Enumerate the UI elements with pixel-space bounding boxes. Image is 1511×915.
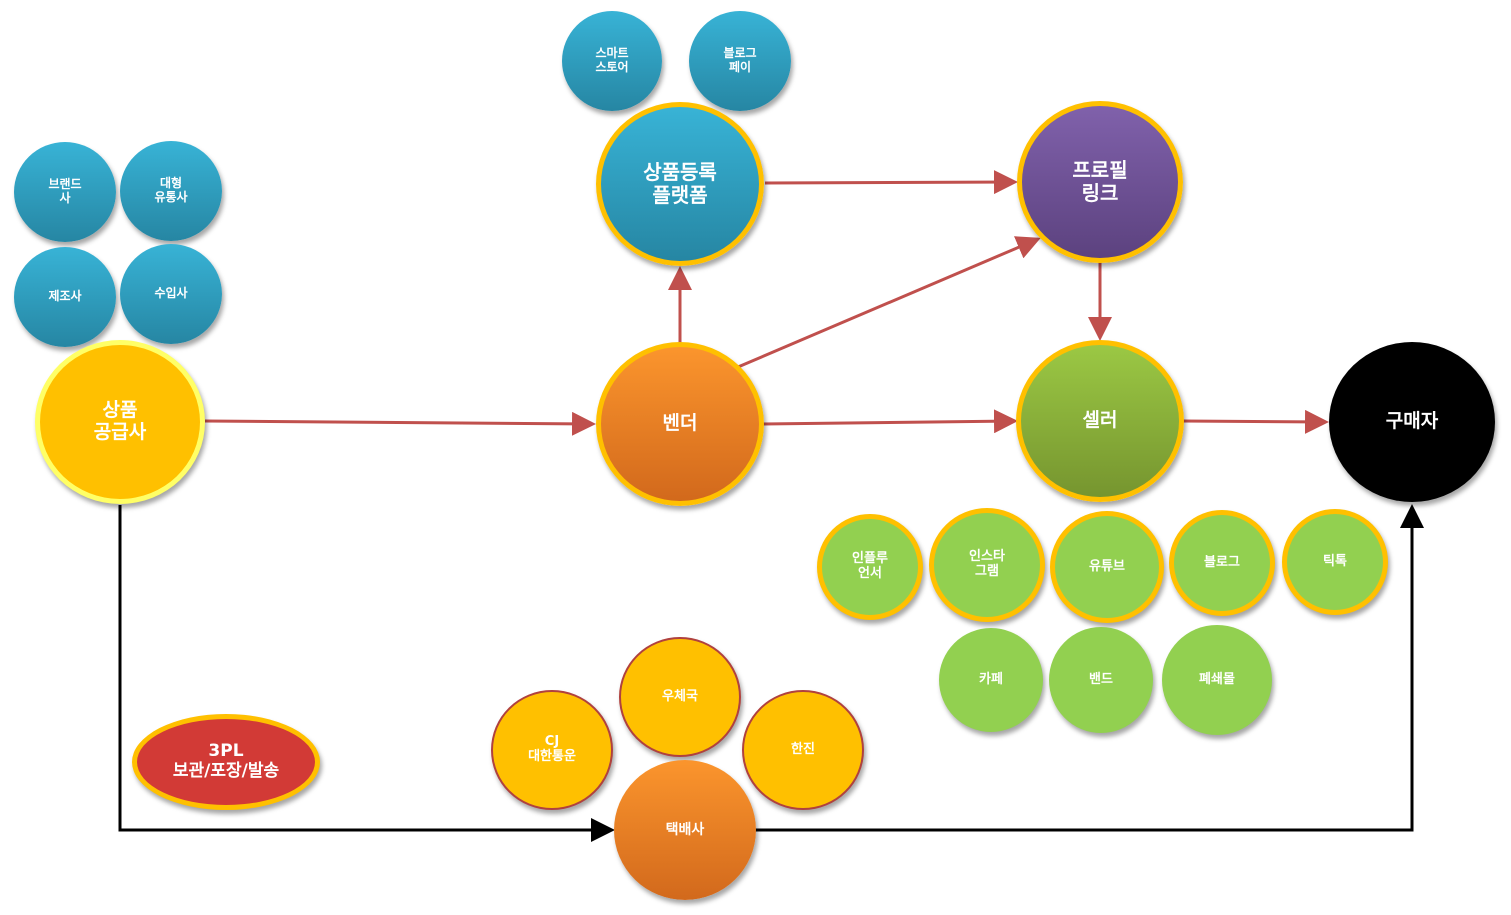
node-label: 3PL 보관/포장/발송: [172, 741, 280, 781]
node-label: 대형 유통사: [154, 176, 188, 204]
node-label: 제조사: [48, 289, 82, 304]
arrow-platform-to-profile: [764, 170, 1018, 195]
arrow-supplier-to-courier: [118, 505, 615, 842]
node-brand: 브랜드 사: [14, 142, 116, 242]
node-label: 상품등록 플랫폼: [643, 160, 717, 207]
node-seller: 셀러: [1016, 340, 1184, 502]
node-label: 스마트 스토어: [595, 46, 629, 74]
arrow-courier-to-buyer: [755, 504, 1424, 832]
node-label: 벤더: [662, 412, 698, 435]
node-label: 카페: [979, 671, 1003, 687]
node-label: 인플루 언서: [852, 551, 888, 581]
node-label: 우체국: [662, 688, 698, 704]
node-youtube: 유튜브: [1050, 511, 1164, 623]
node-profile-link: 프로필 링크: [1017, 101, 1183, 263]
node-label: 수입사: [154, 286, 188, 301]
node-importer: 수입사: [120, 244, 222, 344]
node-blog: 블로그: [1169, 510, 1275, 616]
node-instagram: 인스타 그램: [929, 508, 1045, 622]
node-closed-mall: 폐쇄몰: [1162, 625, 1272, 735]
node-label: 상품 공급사: [93, 399, 147, 443]
node-manufacturer: 제조사: [14, 247, 116, 347]
node-vendor: 벤더: [596, 342, 764, 506]
node-label: 한진: [791, 741, 815, 757]
node-band: 밴드: [1049, 627, 1153, 733]
node-label: 폐쇄몰: [1199, 671, 1235, 687]
node-blog-pay: 블로그 페이: [689, 11, 791, 111]
node-label: 구매자: [1385, 410, 1439, 433]
arrow-vendor-to-profile: [737, 236, 1041, 369]
arrow-vendor-to-seller: [762, 409, 1018, 434]
node-label: 틱톡: [1323, 553, 1347, 569]
node-supplier: 상품 공급사: [35, 340, 205, 504]
node-label: 블로그 페이: [723, 46, 757, 74]
node-label: 유튜브: [1089, 558, 1125, 574]
node-buyer: 구매자: [1329, 342, 1495, 502]
node-product-platform: 상품등록 플랫폼: [596, 102, 764, 266]
node-influencer: 인플루 언서: [817, 514, 923, 620]
node-cj: CJ 대한통운: [491, 690, 613, 810]
node-label: 프로필 링크: [1072, 158, 1128, 205]
node-large-distributor: 대형 유통사: [120, 141, 222, 241]
node-label: 인스타 그램: [969, 549, 1005, 579]
node-cafe: 카페: [939, 628, 1043, 732]
arrow-supplier-to-vendor: [204, 411, 596, 436]
node-label: 브랜드 사: [48, 177, 82, 205]
node-smart-store: 스마트 스토어: [562, 11, 662, 111]
node-label: CJ 대한통운: [528, 734, 576, 764]
node-label: 블로그: [1204, 554, 1240, 570]
node-label: 택배사: [665, 821, 705, 838]
node-three-pl: 3PL 보관/포장/발송: [132, 714, 320, 810]
node-post-office: 우체국: [619, 637, 741, 757]
node-label: 셀러: [1082, 409, 1118, 432]
node-label: 밴드: [1089, 671, 1113, 687]
node-courier: 택배사: [614, 760, 756, 900]
arrow-seller-to-buyer: [1181, 409, 1329, 434]
node-tiktok: 틱톡: [1282, 509, 1388, 615]
node-hanjin: 한진: [742, 690, 864, 810]
